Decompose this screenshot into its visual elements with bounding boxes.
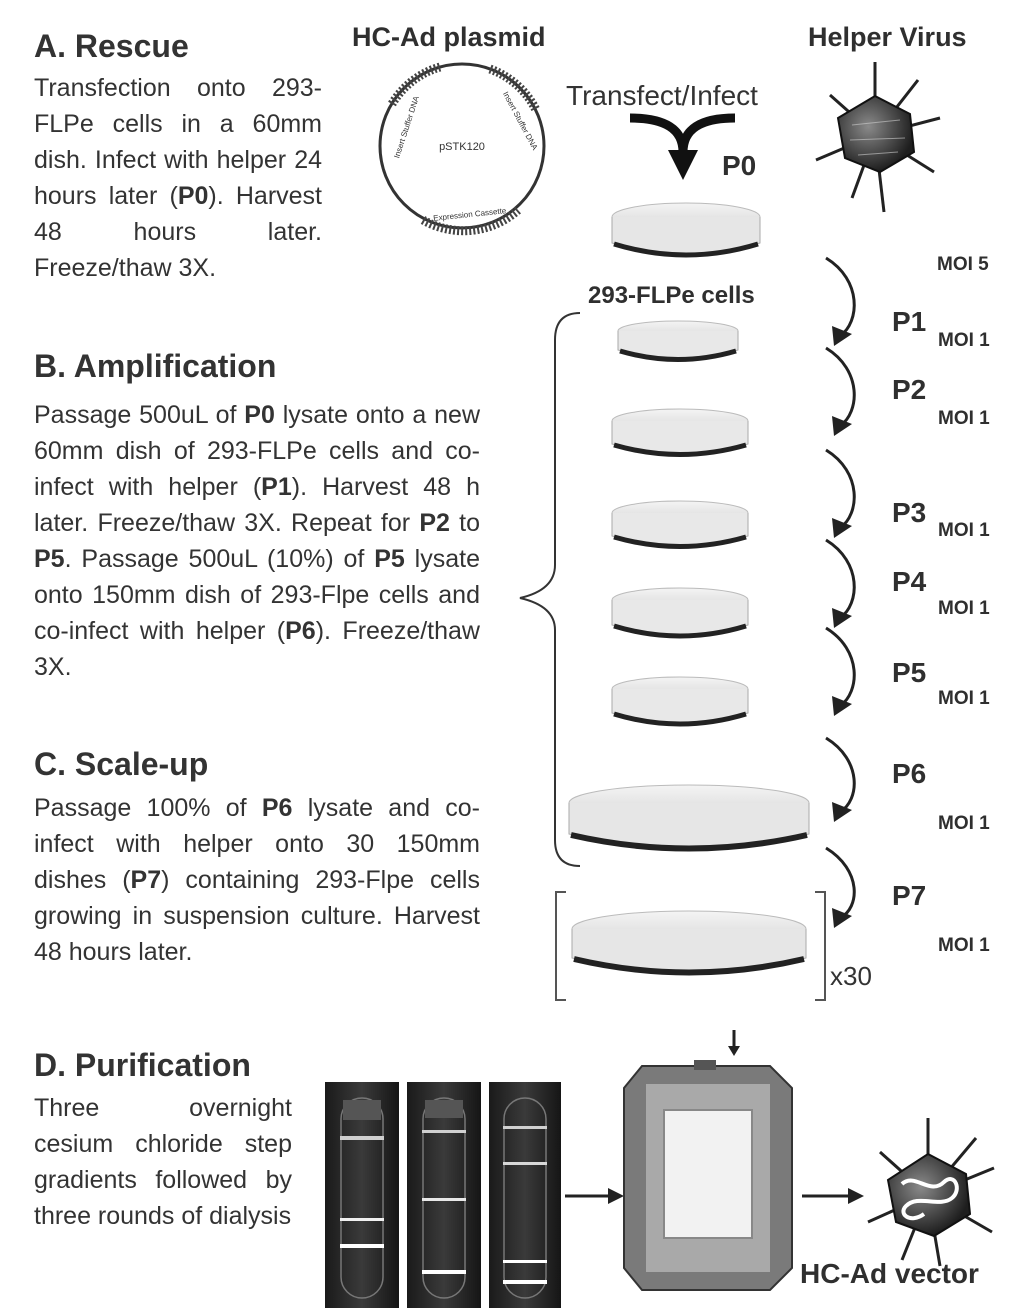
transfect-label: Transfect/Infect	[566, 80, 758, 111]
p0-label: P0	[722, 150, 757, 181]
passage-moi-p6: MOI 1	[938, 813, 990, 834]
passage-label-p3: P3	[892, 497, 927, 528]
amplification-heading: B. Amplification	[34, 348, 277, 384]
passage-moi-p2: MOI 1	[938, 408, 990, 429]
passage-arrowheads	[832, 326, 852, 928]
amplification-text-body: Passage 500uL of P0 lysate onto a new 60…	[34, 401, 481, 681]
passage-label-p5: P5	[892, 657, 927, 688]
dialysis-cassette-icon	[623, 1060, 793, 1291]
culture-dish-icon	[611, 587, 749, 639]
right-arrowhead-icon-2	[848, 1188, 864, 1204]
gradient-tube-icon	[325, 1082, 399, 1308]
passage-moi-p4: MOI 1	[938, 598, 990, 619]
moi-initial: MOI 5	[937, 254, 989, 275]
passage-arrow	[825, 538, 856, 620]
purification-heading: D. Purification	[34, 1047, 251, 1083]
passage-arrow	[825, 846, 856, 920]
passage-arrows	[825, 256, 856, 920]
amplification-bracket	[519, 312, 581, 867]
passage-label-p2: P2	[892, 374, 927, 405]
passage-arrow	[825, 736, 856, 814]
rescue-text-body: Transfection onto 293-FLPe cells in a 60…	[34, 74, 322, 282]
passage-arrow	[825, 448, 856, 530]
culture-dish-icon	[611, 408, 749, 457]
passage-moi-p3: MOI 1	[938, 520, 990, 541]
rescue-heading: A. Rescue	[34, 28, 189, 64]
multiplier-label: x30	[830, 961, 872, 991]
p7-bracket-right	[815, 891, 826, 1001]
plasmid-title: HC-Ad plasmid	[352, 22, 546, 52]
transfect-arrow-icon	[629, 113, 736, 180]
hc-ad-vector-icon	[867, 1118, 995, 1267]
plasmid-segment-left: Insert Stuffer DNA	[392, 94, 421, 159]
purification-text-body: Three overnight cesium chloride step gra…	[34, 1094, 292, 1230]
passage-label-p4: P4	[892, 566, 927, 597]
culture-dish-icon	[611, 202, 761, 258]
helper-virus-icon	[815, 62, 941, 213]
right-arrowhead-icon	[608, 1188, 624, 1204]
plasmid-name: pSTK120	[439, 141, 485, 153]
amplification-text: Passage 500uL of P0 lysate onto a new 60…	[34, 397, 480, 685]
scaleup-text: Passage 100% of P6 lysate and co-infect …	[34, 790, 480, 970]
passage-arrow	[825, 626, 856, 708]
scaleup-heading: C. Scale-up	[34, 746, 209, 782]
gradient-tube-icon	[489, 1082, 561, 1308]
culture-dish-icon	[611, 500, 749, 549]
helper-virus-title: Helper Virus	[808, 22, 967, 52]
vector-label: HC-Ad vector	[800, 1258, 979, 1289]
plasmid-icon	[378, 62, 546, 236]
passage-moi-p7: MOI 1	[938, 935, 990, 956]
p7-bracket-left	[555, 891, 566, 1001]
passage-moi-p5: MOI 1	[938, 688, 990, 709]
culture-dish-icon	[617, 320, 739, 362]
rescue-text: Transfection onto 293-FLPe cells in a 60…	[34, 70, 322, 286]
passage-label-p1: P1	[892, 306, 927, 337]
cells-label: 293-FLPe cells	[588, 282, 755, 309]
purification-text: Three overnight cesium chloride step gra…	[34, 1090, 292, 1234]
down-arrowhead-icon	[728, 1046, 740, 1056]
passage-moi-p1: MOI 1	[938, 330, 990, 351]
culture-dish-icon	[571, 910, 807, 976]
culture-dish-icon	[568, 784, 810, 852]
passage-label-p7: P7	[892, 880, 927, 911]
passage-arrow	[825, 346, 856, 428]
passage-label-p6: P6	[892, 758, 927, 789]
gradient-tube-icon	[407, 1082, 481, 1308]
culture-dish-icon	[611, 676, 749, 727]
passage-arrow	[825, 256, 856, 338]
scaleup-text-body: Passage 100% of P6 lysate and co-infect …	[34, 794, 480, 966]
